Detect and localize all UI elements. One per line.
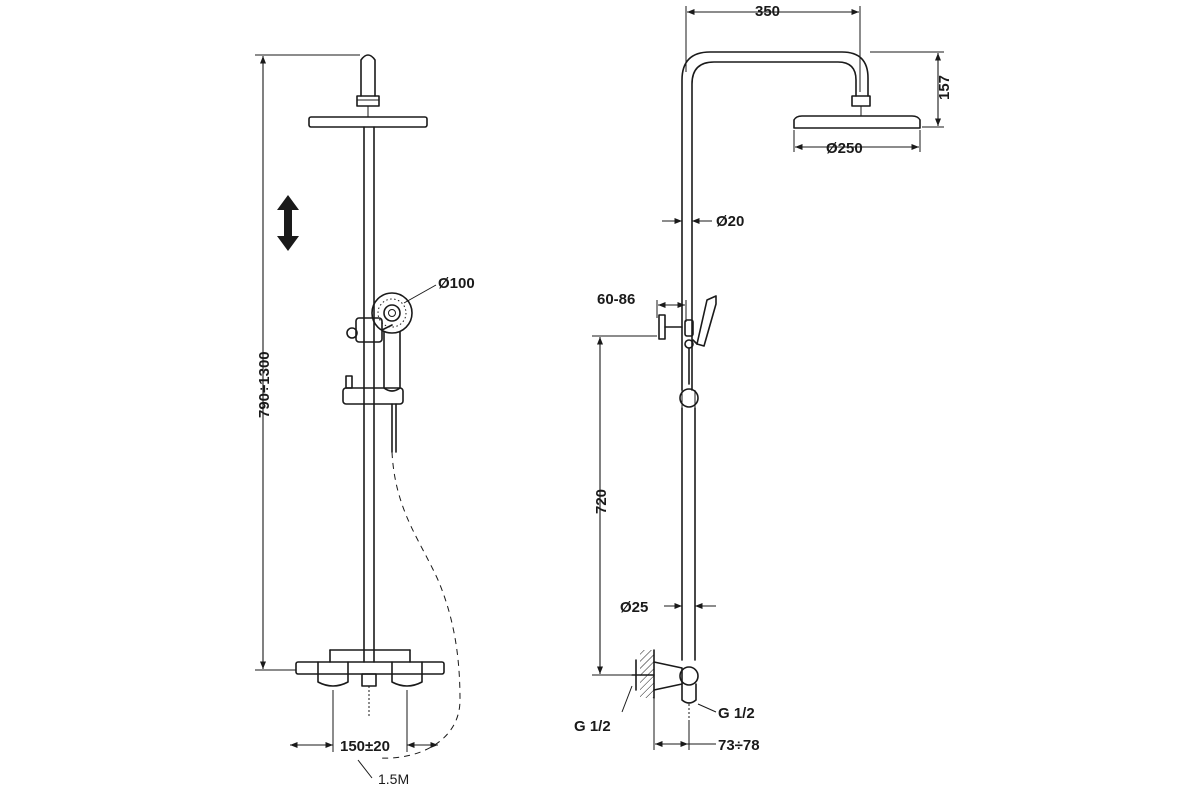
side-head-connector [851,95,871,107]
wall-offset-label: 73÷78 [718,737,760,754]
front-rain-shower-head [308,116,428,128]
height-adjust-arrow-icon [277,195,299,251]
side-rain-shower-head [793,115,921,129]
upper-pipe-diameter-label: Ø20 [716,213,744,230]
mixer-spacing-label: 150±20 [340,738,390,755]
head-diameter-label: Ø250 [826,140,863,157]
front-head-connector [356,95,380,107]
handshower-diameter-label: Ø100 [438,275,475,292]
outlet-thread-label: G 1/2 [718,705,755,722]
side-hand-shower [684,295,717,385]
head-drop-label: 157 [936,75,953,100]
lower-pipe-diameter-label: Ø25 [620,599,648,616]
side-overhead-arm-outer [681,51,869,391]
front-top-stub [360,54,376,97]
inlet-thread-label: G 1/2 [574,718,611,735]
side-overhead-arm-inner [691,61,857,391]
side-view: 350 157 Ø250 Ø20 60-86 [574,3,953,754]
side-lower-holder [679,388,699,408]
side-slider-knob [658,314,694,340]
height-range-label: 790÷1300 [256,351,273,418]
front-view: 150±20 1.5M 790÷1300 Ø100 [255,54,475,787]
front-lower-holder [342,387,404,405]
slider-offset-label: 60-86 [597,291,635,308]
lower-height-label: 720 [593,489,610,514]
hose-length-label: 1.5M [378,771,409,787]
arm-reach-label: 350 [755,3,780,20]
front-thermostatic-mixer [295,649,445,687]
side-wall-mount [631,649,699,704]
front-slider-bracket [355,317,383,343]
front-hose-dashed [379,451,461,759]
